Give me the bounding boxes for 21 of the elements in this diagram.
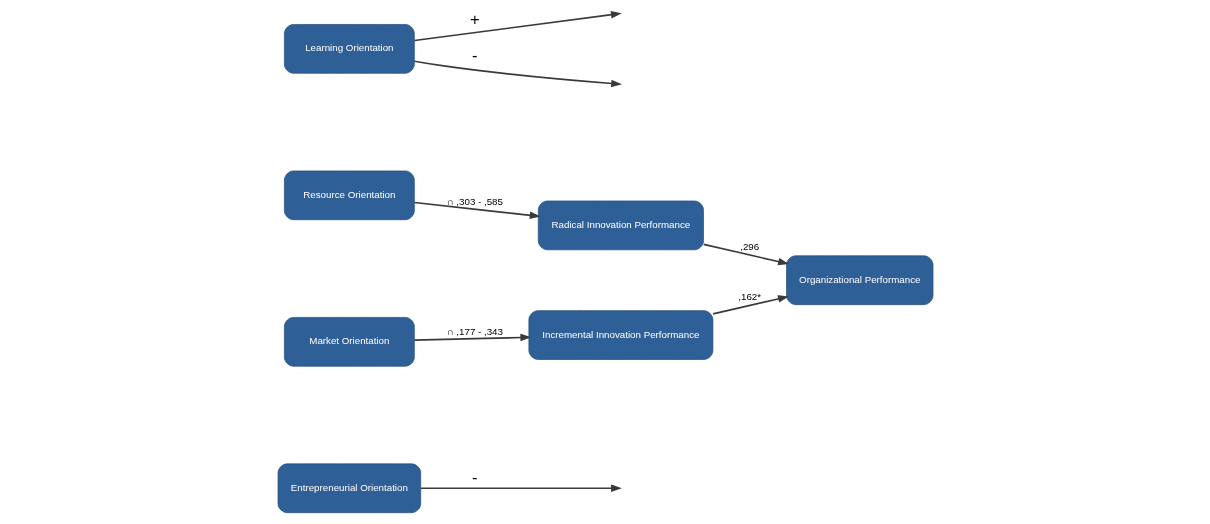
edge-label: + (469, 9, 480, 29)
edge-label: ∩ ,303 - ,585 (446, 195, 503, 207)
arrow (413, 60, 622, 88)
node-box: Learning Orientation (283, 24, 415, 74)
arrow (413, 333, 531, 342)
node-box: Resource Orientation (283, 170, 415, 221)
node-box: Organizational Performance (785, 255, 933, 305)
arrow (419, 484, 622, 493)
arrow (413, 201, 541, 220)
node-box: Market Orientation (283, 317, 415, 367)
edge-label: ∩ ,177 - ,343 (446, 326, 503, 338)
edge-label: ,162* (737, 291, 761, 303)
edge-label: - (471, 46, 478, 66)
node-box: Incremental Innovation Performance (528, 310, 713, 360)
arrow (711, 295, 789, 315)
node-box: Radical Innovation Performance (537, 200, 704, 251)
arrow (702, 243, 789, 266)
node-box: Entrepreneurial Orientation (277, 463, 421, 514)
arrow (413, 11, 622, 42)
edge-label: ,296 (739, 241, 759, 253)
edge-label: - (471, 468, 478, 488)
